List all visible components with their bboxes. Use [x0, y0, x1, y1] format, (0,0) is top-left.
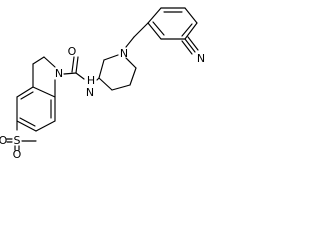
bond — [111, 84, 131, 91]
bond — [35, 120, 56, 132]
bond — [125, 36, 135, 48]
atom-labels: O N N H N N S O O — [0, 45, 205, 158]
bond — [43, 56, 56, 68]
atom-label-amide-nitrogen: N — [86, 86, 94, 99]
bond — [32, 56, 45, 65]
bond — [187, 36, 199, 51]
bond — [181, 23, 193, 37]
bond — [184, 22, 198, 40]
atom-label-sulfonyl-oxygen-left: O — [0, 134, 8, 147]
bond — [98, 59, 105, 79]
bond — [75, 56, 79, 74]
atom-label-amide-hydrogen: H — [87, 74, 95, 87]
bond — [98, 77, 113, 91]
atom-label-indoline-nitrogen: N — [55, 67, 63, 80]
bond — [103, 54, 119, 61]
bond — [75, 72, 85, 80]
bond — [184, 7, 198, 24]
molecule-structure-diagram: O N N H N N S O O — [0, 7, 205, 158]
atom-label-carbonyl-oxygen: O — [68, 45, 77, 58]
atom-label-nitrile-nitrogen: N — [197, 52, 205, 65]
bond — [184, 38, 196, 53]
bond — [16, 86, 34, 98]
bond-lines — [6, 7, 199, 151]
bond — [181, 40, 193, 55]
bond — [63, 72, 77, 75]
bond — [19, 117, 36, 127]
bond — [32, 86, 56, 98]
bond — [152, 21, 165, 36]
bond — [133, 22, 149, 38]
bond — [129, 67, 137, 86]
bond — [16, 120, 37, 132]
atom-label-sulfonyl-sulfur: S — [14, 134, 21, 147]
atom-label-piperidine-nitrogen: N — [120, 47, 128, 60]
bond — [96, 77, 100, 81]
bond — [71, 56, 75, 73]
atom-label-sulfonyl-oxygen-bottom: O — [13, 148, 22, 158]
bond — [125, 57, 137, 69]
bond — [147, 7, 162, 24]
bond — [20, 91, 34, 100]
bond — [147, 22, 162, 40]
